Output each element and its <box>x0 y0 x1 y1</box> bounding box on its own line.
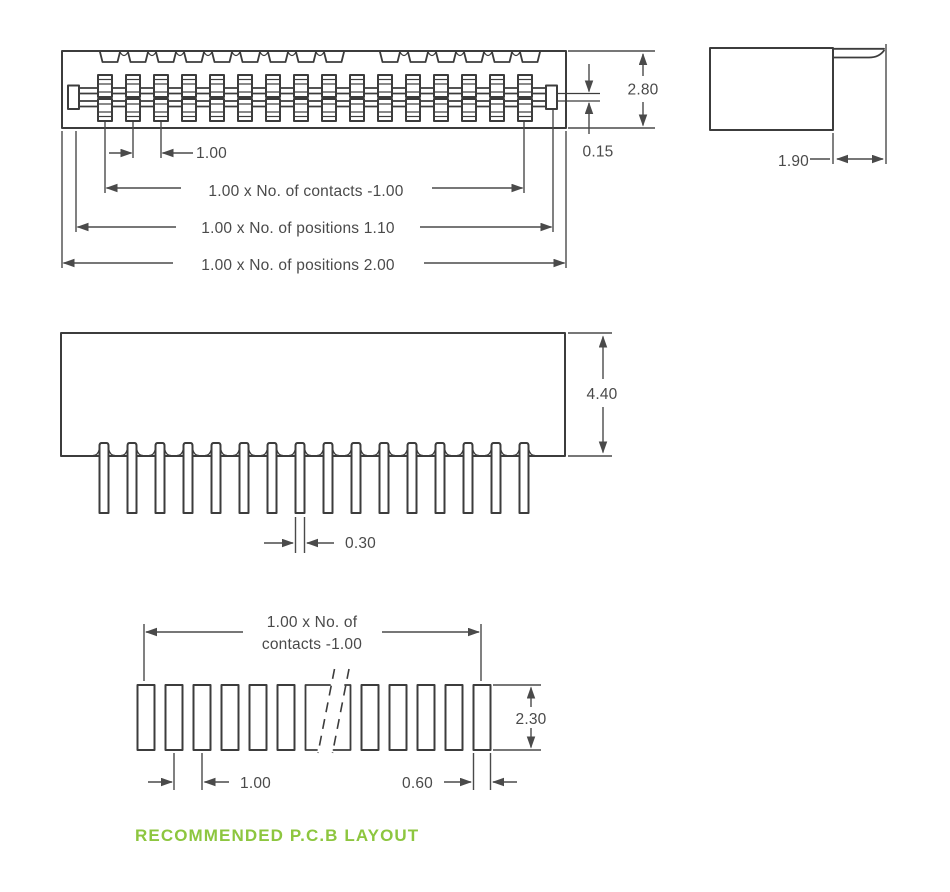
dim-top-contacts-span: 1.00 x No. of contacts -1.00 <box>208 183 403 200</box>
pcb-layout-title: RECOMMENDED P.C.B LAYOUT <box>135 826 419 845</box>
side-view: 1.90 <box>709 44 887 170</box>
dim-pcb-pad-width: 0.60 <box>402 775 433 792</box>
top-view-geometry <box>61 50 655 268</box>
front-view: 4.40 0.30 <box>60 332 618 553</box>
dim-pcb-span-line2: contacts -1.00 <box>262 636 362 653</box>
dim-top-pitch: 1.00 <box>196 145 227 162</box>
dim-pcb-pitch: 1.00 <box>240 775 271 792</box>
dim-pcb-pad-height: 2.30 <box>516 711 547 728</box>
dim-top-body-height: 2.80 <box>628 82 659 99</box>
pcb-layout: 1.00 x No. of contacts -1.00 2.30 1.00 0… <box>135 614 547 845</box>
dim-top-slot-gap: 0.15 <box>583 144 614 161</box>
dim-side-tail-length: 1.90 <box>778 153 809 170</box>
top-view: 2.80 0.15 1.00 1.00 x No. of contacts -1… <box>61 50 659 274</box>
dim-front-pin-width: 0.30 <box>345 535 376 552</box>
dim-pcb-span-line1: 1.00 x No. of <box>267 614 358 631</box>
dim-front-body-height: 4.40 <box>587 386 618 403</box>
dim-top-positions-span-outer: 1.00 x No. of positions 2.00 <box>201 257 395 274</box>
side-view-geometry <box>709 44 887 164</box>
dim-top-positions-span-inner: 1.00 x No. of positions 1.10 <box>201 220 395 237</box>
front-view-geometry <box>60 332 612 553</box>
pcb-layout-geometry <box>136 624 541 790</box>
